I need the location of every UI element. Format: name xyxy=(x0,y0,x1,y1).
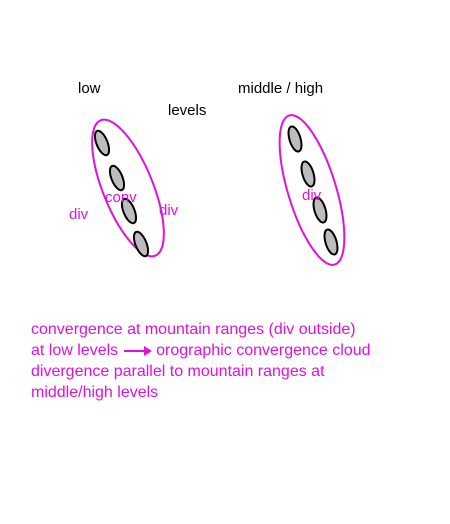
mountain-ridge xyxy=(108,164,126,192)
mountain-ridge xyxy=(93,129,111,157)
mountain-ridge xyxy=(300,160,316,188)
caption-line: convergence at mountain ranges (div outs… xyxy=(31,321,356,338)
low-level-heading: low xyxy=(78,80,101,97)
convergence-zone-outline xyxy=(91,118,165,258)
mountain-ridge xyxy=(287,125,303,153)
mountain-range-diagram xyxy=(91,114,346,266)
right-arrow-icon xyxy=(124,345,153,356)
divergence-label-high: div xyxy=(302,187,322,204)
middle-high-heading: middle / high xyxy=(238,80,324,97)
caption-line-end: orographic convergence cloud xyxy=(156,342,371,359)
caption-line: at low levels orographic convergence clou… xyxy=(31,340,371,361)
caption-line: middle/high levels xyxy=(31,384,159,401)
mountain-ridge xyxy=(120,197,138,225)
low-level-panel xyxy=(91,118,165,258)
divergence-label-right: div xyxy=(159,202,179,219)
divergence-zone-outline xyxy=(278,114,346,266)
mountain-ridge xyxy=(132,230,150,258)
high-level-panel xyxy=(278,114,346,266)
mountain-ridge xyxy=(312,196,328,224)
convergence-label: conv xyxy=(105,189,137,206)
caption-text: convergence at mountain ranges (div outs… xyxy=(31,319,371,403)
mountain-ridge xyxy=(323,228,339,256)
divergence-label-left: div xyxy=(69,206,89,223)
caption-line: divergence parallel to mountain ranges a… xyxy=(31,363,325,380)
levels-heading: levels xyxy=(168,102,207,119)
caption-line-start: at low levels xyxy=(31,342,119,359)
